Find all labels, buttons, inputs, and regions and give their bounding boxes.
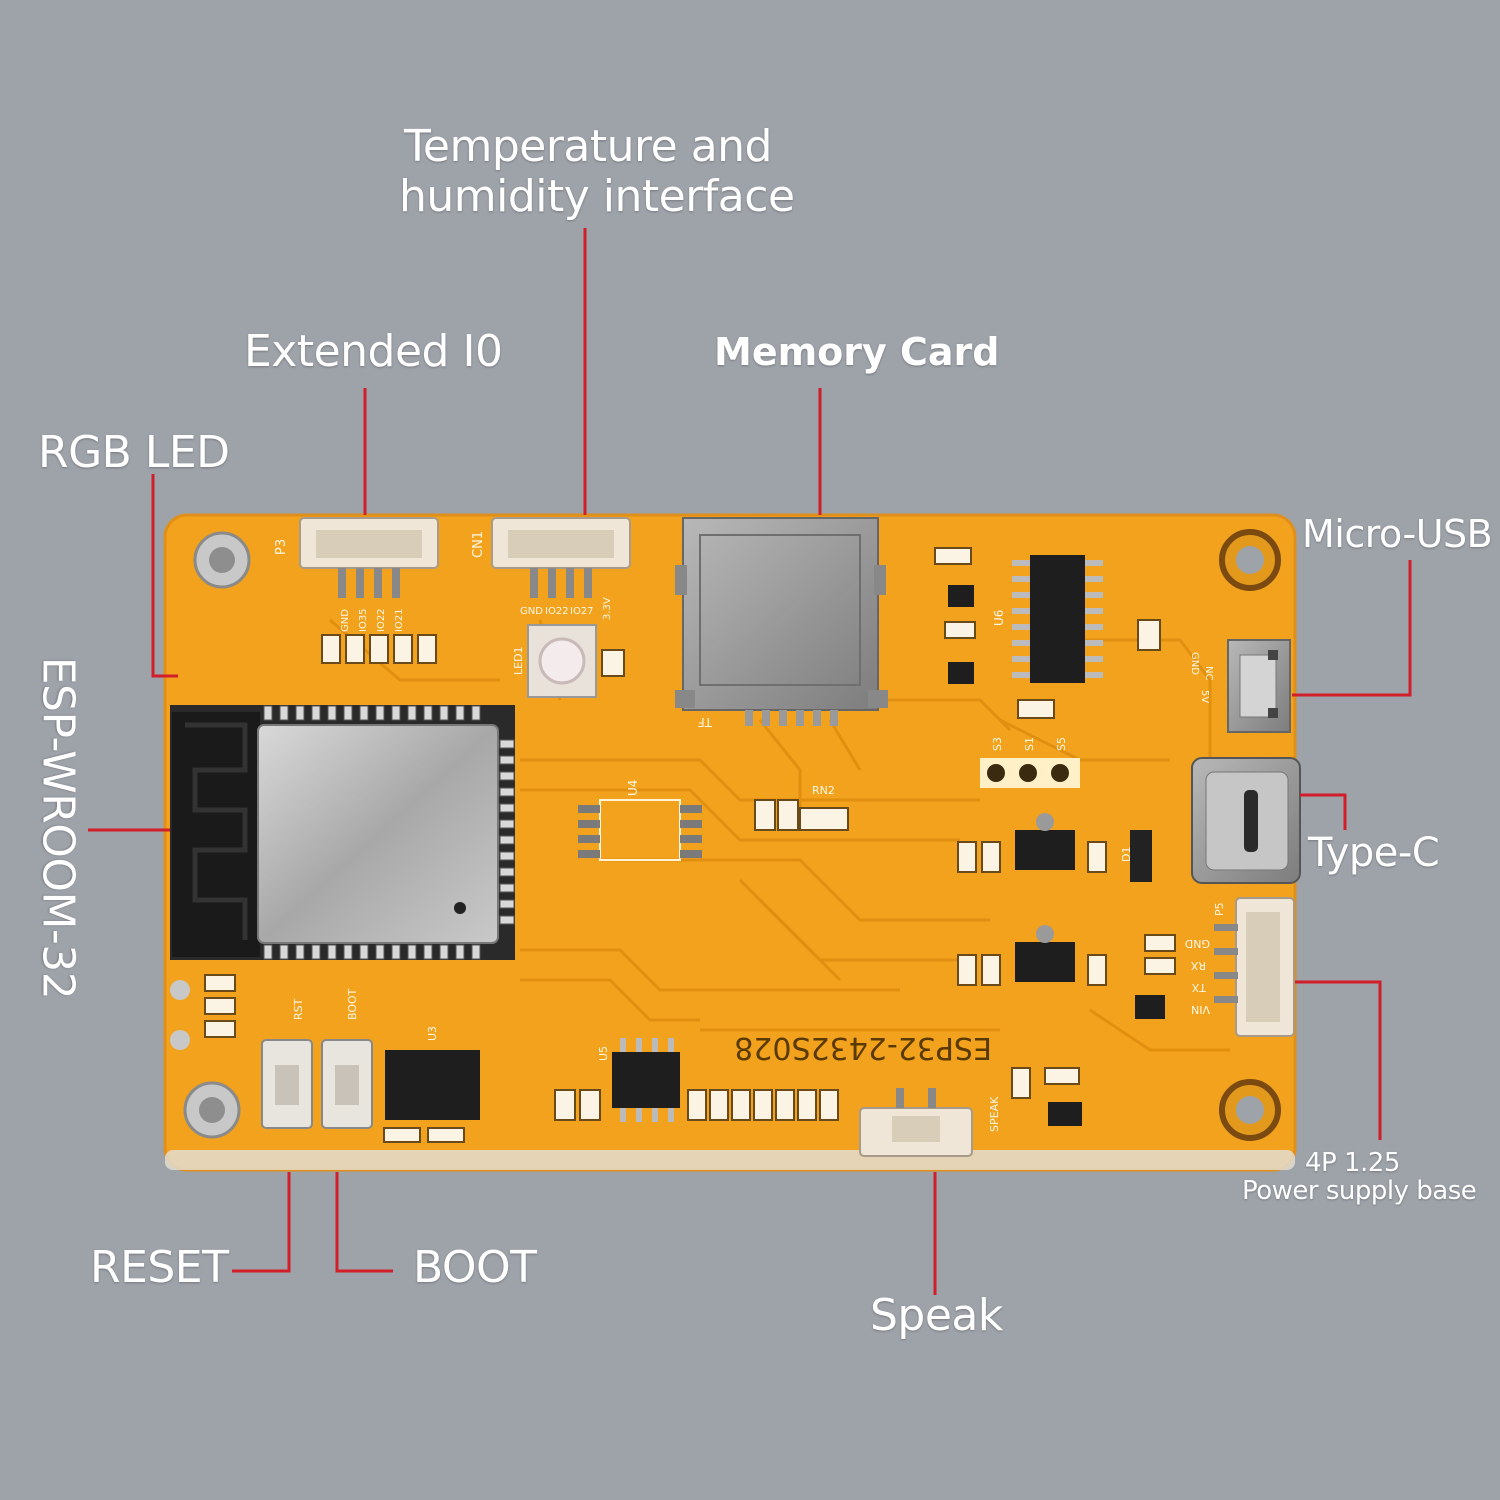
label-rgb-led: RGB LED (38, 427, 230, 478)
silk-p3: P3 (274, 539, 289, 555)
label-esp-wroom-32: ESP-WROOM-32 (32, 656, 84, 1000)
label-temperature-line-2: humidity interface (399, 171, 795, 222)
label-boot: BOOT (413, 1242, 537, 1293)
silk-s1: S1 (1023, 737, 1036, 751)
label-temperature-line-1: Temperature and (404, 121, 772, 172)
silkscreen-text: P3 CN1 GND IO35 IO22 IO21 GND IO22 IO27 … (274, 531, 1226, 1132)
silk-usb-pin-3: 5V (1199, 690, 1210, 703)
silk-p3-pin-1: GND (340, 609, 351, 632)
u4-footprint (578, 799, 702, 861)
silk-d1: D1 (1120, 847, 1133, 862)
silk-p5: P5 (1213, 902, 1226, 916)
leader-type-c (1300, 793, 1347, 830)
silk-cn1-pin-4: 3.3V (602, 597, 613, 620)
label-extended-io: Extended I0 (244, 326, 503, 377)
silk-cn1-pin-2: IO22 (545, 606, 569, 617)
silk-led1: LED1 (512, 646, 525, 675)
cn1-connector (491, 517, 631, 598)
mounting-holes (183, 529, 1281, 1141)
silk-u5: U5 (597, 1046, 610, 1061)
silk-u3: U3 (426, 1026, 439, 1041)
silk-usb-pin-2: NC (1203, 666, 1214, 680)
micro-usb-port (1227, 639, 1291, 733)
tf-card-slot (675, 517, 888, 726)
label-type-c: Type-C (1308, 830, 1440, 876)
silk-p3-pin-3: IO22 (376, 608, 387, 632)
buttons-hardware (261, 1039, 373, 1129)
silk-cn1-pin-1: GND (520, 606, 543, 617)
silk-cn1-pin-3: IO27 (570, 606, 594, 617)
transistors (170, 585, 1165, 1126)
silk-u6: U6 (992, 610, 1006, 626)
speaker-connector (859, 1088, 973, 1157)
silk-rn2: RN2 (812, 784, 835, 797)
silk-p5-pin-4: VIN (1191, 1003, 1210, 1016)
silk-board-name: ESP32-2432S028 (734, 1030, 992, 1065)
silk-p5-pin-1: GND (1185, 937, 1210, 950)
label-power-supply-line-1: 4P 1.25 (1305, 1148, 1400, 1178)
silk-p3-pin-2: IO35 (358, 608, 369, 632)
u6-ic (1012, 555, 1103, 683)
silk-speak: SPEAK (988, 1096, 1001, 1132)
rgb-led-component (527, 624, 597, 698)
silk-u4: U4 (626, 780, 640, 796)
voltage-regulators (1015, 813, 1152, 982)
leader-power-supply (1295, 980, 1382, 1140)
solder-pads (980, 758, 1080, 788)
leader-lines (88, 228, 1412, 1295)
leader-reset (232, 1172, 291, 1273)
u3-u5-ics (385, 1038, 680, 1122)
leader-micro-usb (1292, 560, 1412, 697)
label-reset: RESET (90, 1242, 229, 1293)
leader-rgb-led (151, 474, 178, 678)
silk-cn1: CN1 (471, 531, 486, 558)
leader-boot (335, 1172, 393, 1273)
label-memory-card: Memory Card (714, 330, 1000, 374)
label-speak: Speak (870, 1290, 1003, 1341)
esp32-module (170, 705, 515, 960)
p3-connector (299, 517, 439, 598)
silk-tf: TF (698, 715, 713, 729)
passive-components (204, 547, 1176, 1143)
silk-p5-pin-3: TX (1191, 981, 1207, 994)
p5-power-connector (1214, 897, 1295, 1037)
silk-s3: S3 (991, 737, 1004, 751)
silk-p3-pin-4: IO21 (394, 608, 405, 632)
silk-usb-pin-1: GND (1189, 652, 1200, 675)
label-micro-usb: Micro-USB (1302, 512, 1493, 556)
silk-p5-pin-2: RX (1190, 959, 1206, 972)
silk-boot: BOOT (346, 988, 359, 1020)
label-power-supply-line-2: Power supply base (1242, 1176, 1477, 1206)
silk-rst: RST (292, 998, 305, 1020)
type-c-port (1191, 757, 1301, 884)
silk-s5: S5 (1055, 737, 1068, 751)
